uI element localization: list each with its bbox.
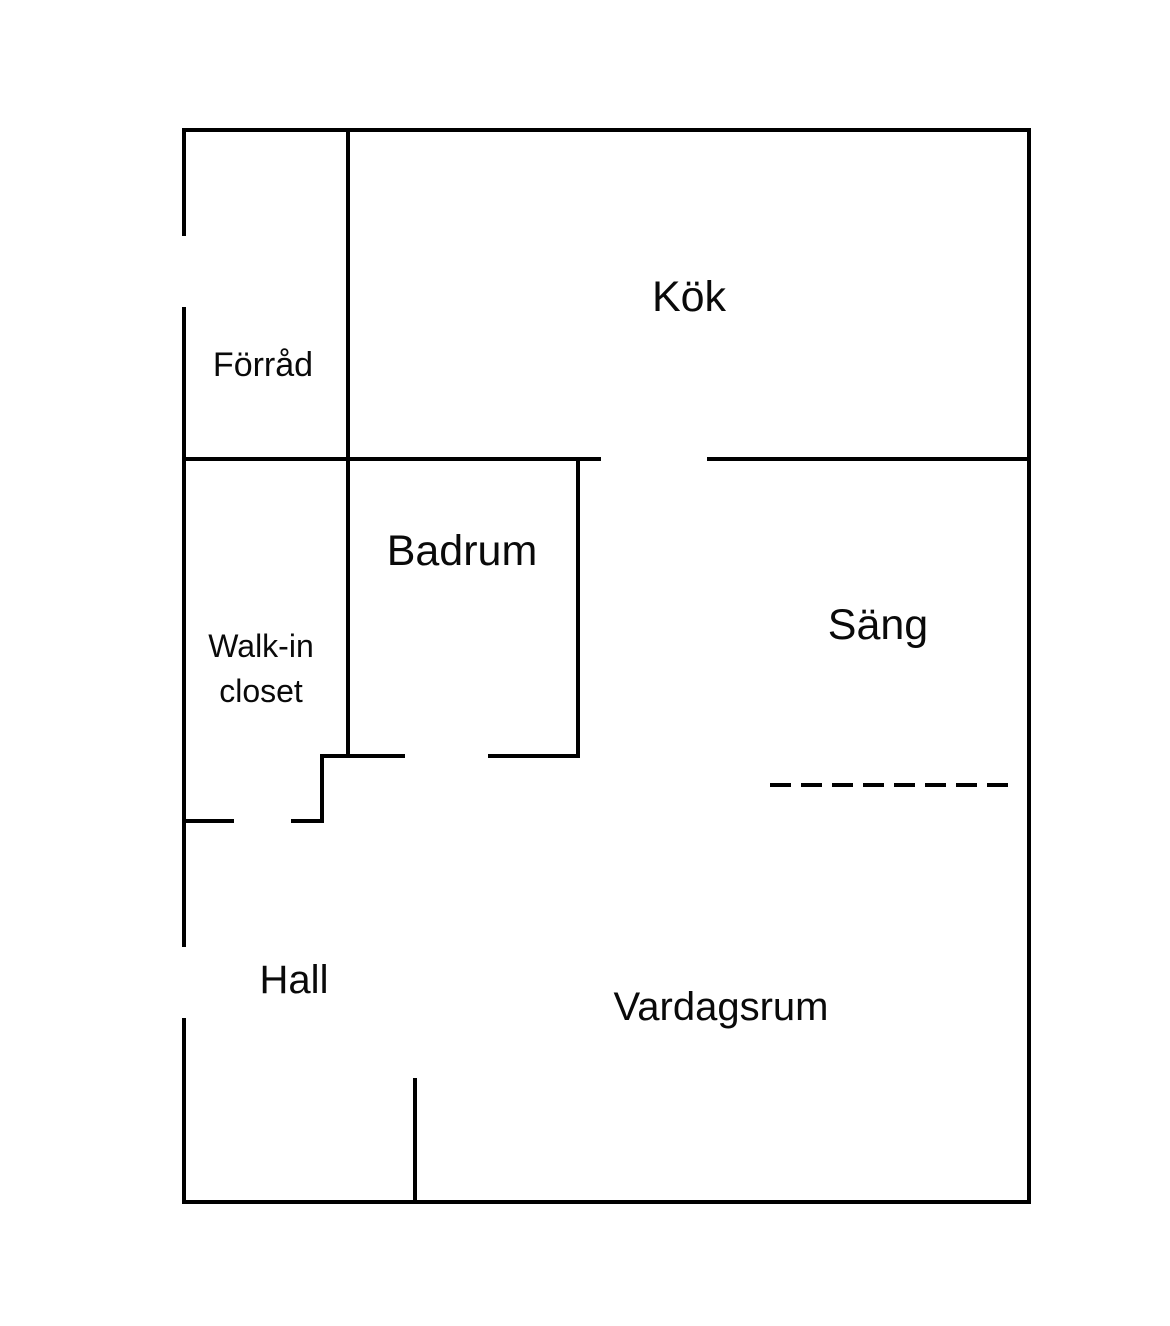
room-label-walk-in-closet-line2: closet: [219, 673, 303, 709]
room-label-sang: Säng: [828, 601, 928, 649]
room-label-walk-in-closet-line1: Walk-in: [208, 628, 313, 664]
room-label-kok: Kök: [652, 273, 727, 321]
room-label-forrad: Förråd: [213, 346, 313, 384]
room-label-vardagsrum: Vardagsrum: [614, 985, 829, 1029]
room-label-badrum: Badrum: [387, 527, 538, 575]
room-label-hall: Hall: [260, 958, 329, 1002]
